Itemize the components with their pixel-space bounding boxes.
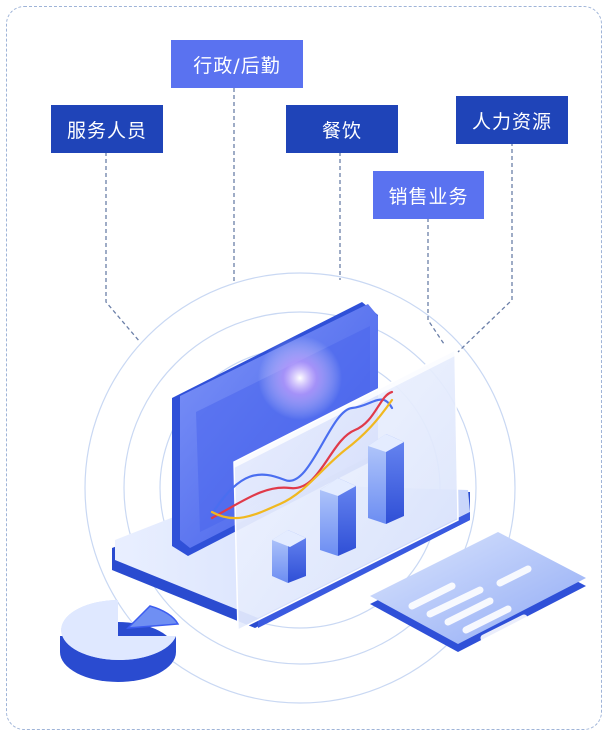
- tag-service-staff: 服务人员: [51, 105, 163, 153]
- monitor: [172, 302, 378, 556]
- bar-1: [272, 530, 306, 583]
- tag-catering: 餐饮: [286, 105, 398, 153]
- tag-sales: 销售业务: [373, 171, 484, 219]
- tag-admin-logistics: 行政/后勤: [171, 40, 303, 88]
- dashed-frame: [6, 6, 602, 730]
- tag-hr: 人力资源: [456, 96, 568, 144]
- bar-3: [368, 434, 404, 524]
- trend-lines: [210, 390, 394, 520]
- report-tablet: [370, 532, 586, 652]
- pie-chart: [60, 600, 180, 682]
- bar-2: [320, 478, 356, 556]
- connector-lines: [105, 88, 513, 353]
